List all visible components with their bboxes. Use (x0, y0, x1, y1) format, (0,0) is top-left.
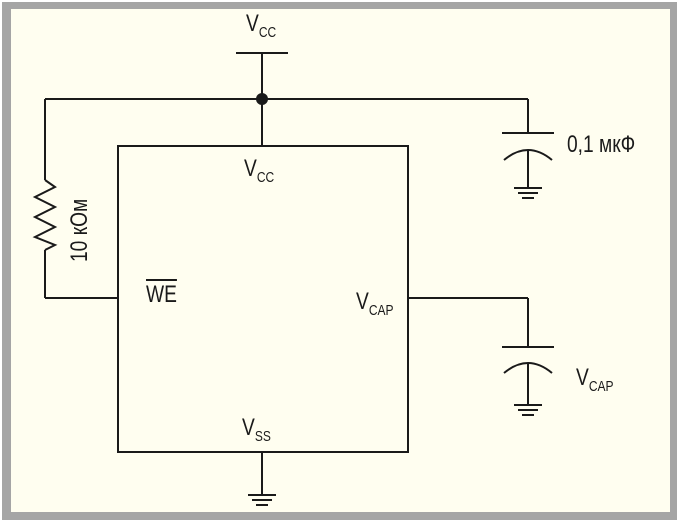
vcc-pin-label: VCC (244, 155, 275, 186)
we-pin-label: WE (146, 281, 177, 308)
resistor-value-label: 10 кОм (66, 198, 93, 262)
resistor-zigzag (32, 179, 58, 251)
frame-background (11, 9, 670, 512)
junction-dot (256, 93, 268, 105)
capacitor-value-label: 0,1 мкФ (567, 131, 636, 158)
vcc-supply-label: VCC (246, 10, 277, 41)
vcap-pin-label: VCAP (356, 288, 394, 319)
vcap-capacitor-label: VCAP (576, 364, 614, 395)
vss-pin-label: VSS (242, 414, 271, 445)
